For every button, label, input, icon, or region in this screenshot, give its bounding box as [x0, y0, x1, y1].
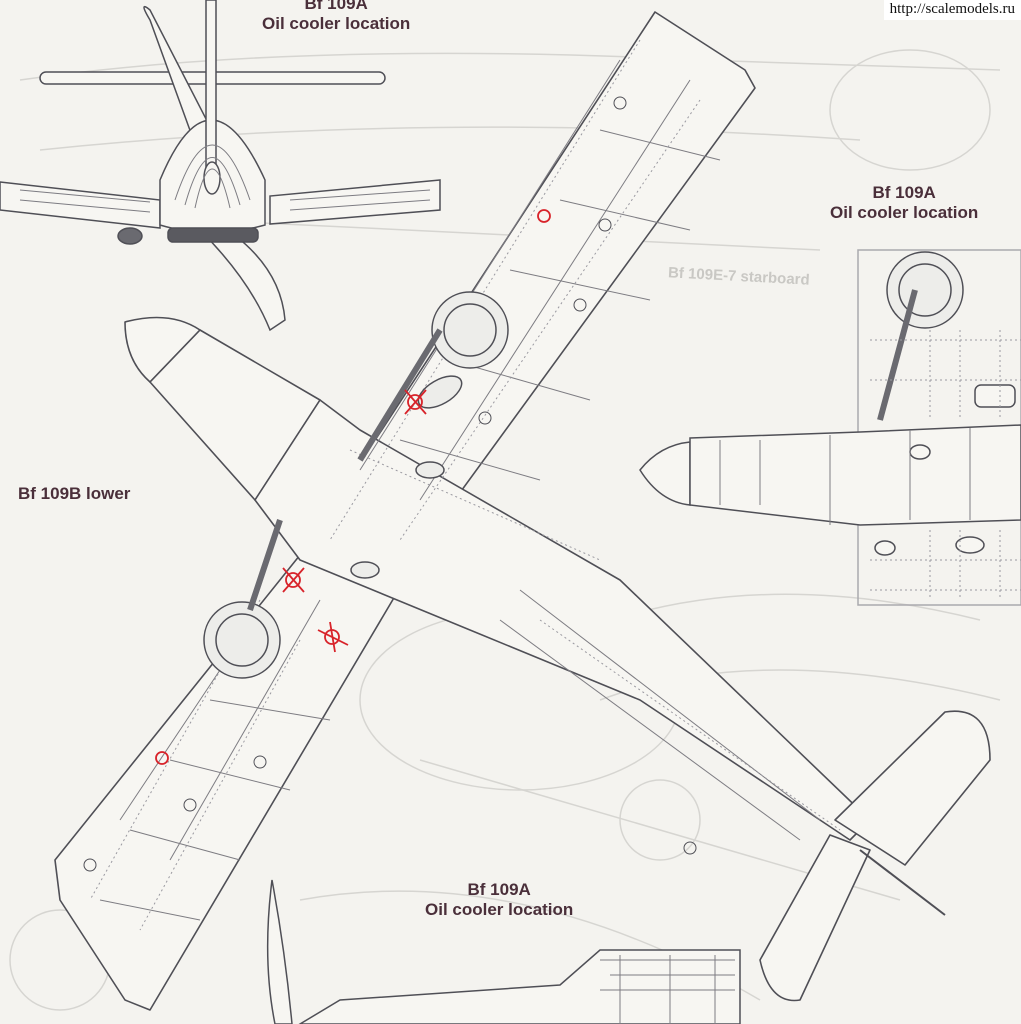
main-aircraft-lower-view	[54, 11, 991, 1011]
label-top-line1: Bf 109A	[304, 0, 368, 13]
label-left: Bf 109B lower	[18, 484, 131, 503]
label-bottom: Bf 109A Oil cooler location	[425, 880, 573, 919]
front-view-radial-lines	[19, 144, 431, 213]
marker-circle-upper	[537, 209, 551, 223]
label-bottom-line1: Bf 109A	[467, 880, 531, 899]
side-fuselage	[298, 949, 741, 1024]
label-right-line1: Bf 109A	[872, 183, 936, 202]
label-top: Bf 109A Oil cooler location	[262, 0, 410, 33]
right-fuselage-lines	[719, 428, 971, 525]
label-right: Bf 109A Oil cooler location	[830, 183, 978, 222]
marker-circle-lower	[155, 751, 169, 765]
marker-cross-2	[282, 567, 305, 593]
right-fuselage	[689, 424, 1021, 526]
right-wing-section	[857, 249, 1021, 606]
lower-gear-leg	[247, 519, 283, 611]
side-view-lines	[600, 955, 735, 1024]
port-wing	[0, 181, 161, 229]
marker-cross-1	[404, 389, 427, 415]
propeller-blade-bottom	[198, 219, 286, 332]
oil-cooler-front	[117, 227, 143, 245]
upper-wheel-well	[431, 291, 509, 369]
tailplane-lower	[759, 834, 871, 1002]
front-view-drawing	[0, 0, 441, 332]
tailplane	[834, 710, 991, 866]
wheel-wells	[203, 291, 509, 679]
label-top-line2: Oil cooler location	[262, 13, 411, 33]
lower-wheel-well	[203, 601, 281, 679]
right-gear-leg	[877, 289, 918, 421]
upper-gear-leg	[357, 328, 443, 462]
right-wheel-well	[886, 251, 964, 329]
right-detail-drawing	[639, 249, 1021, 606]
wing-rivet-lines	[89, 39, 841, 931]
wing-panel-lines	[99, 59, 821, 921]
right-nose-spinner	[639, 441, 691, 506]
label-right-line2: Oil cooler location	[830, 202, 979, 222]
right-detail-panel-lines	[870, 330, 1021, 600]
side-propeller-blade	[266, 879, 293, 1024]
vertical-fin	[205, 0, 217, 181]
side-view-drawing	[266, 879, 741, 1024]
red-markers	[155, 209, 551, 765]
watermark-link[interactable]: http://scalemodels.ru	[883, 0, 1021, 20]
marker-cross-3	[317, 621, 349, 653]
chin-intake	[167, 227, 259, 243]
starboard-wing	[269, 179, 441, 225]
inspection-panels	[83, 96, 697, 872]
tail-wheel-strut	[859, 849, 946, 916]
label-bottom-line2: Oil cooler location	[425, 899, 574, 919]
